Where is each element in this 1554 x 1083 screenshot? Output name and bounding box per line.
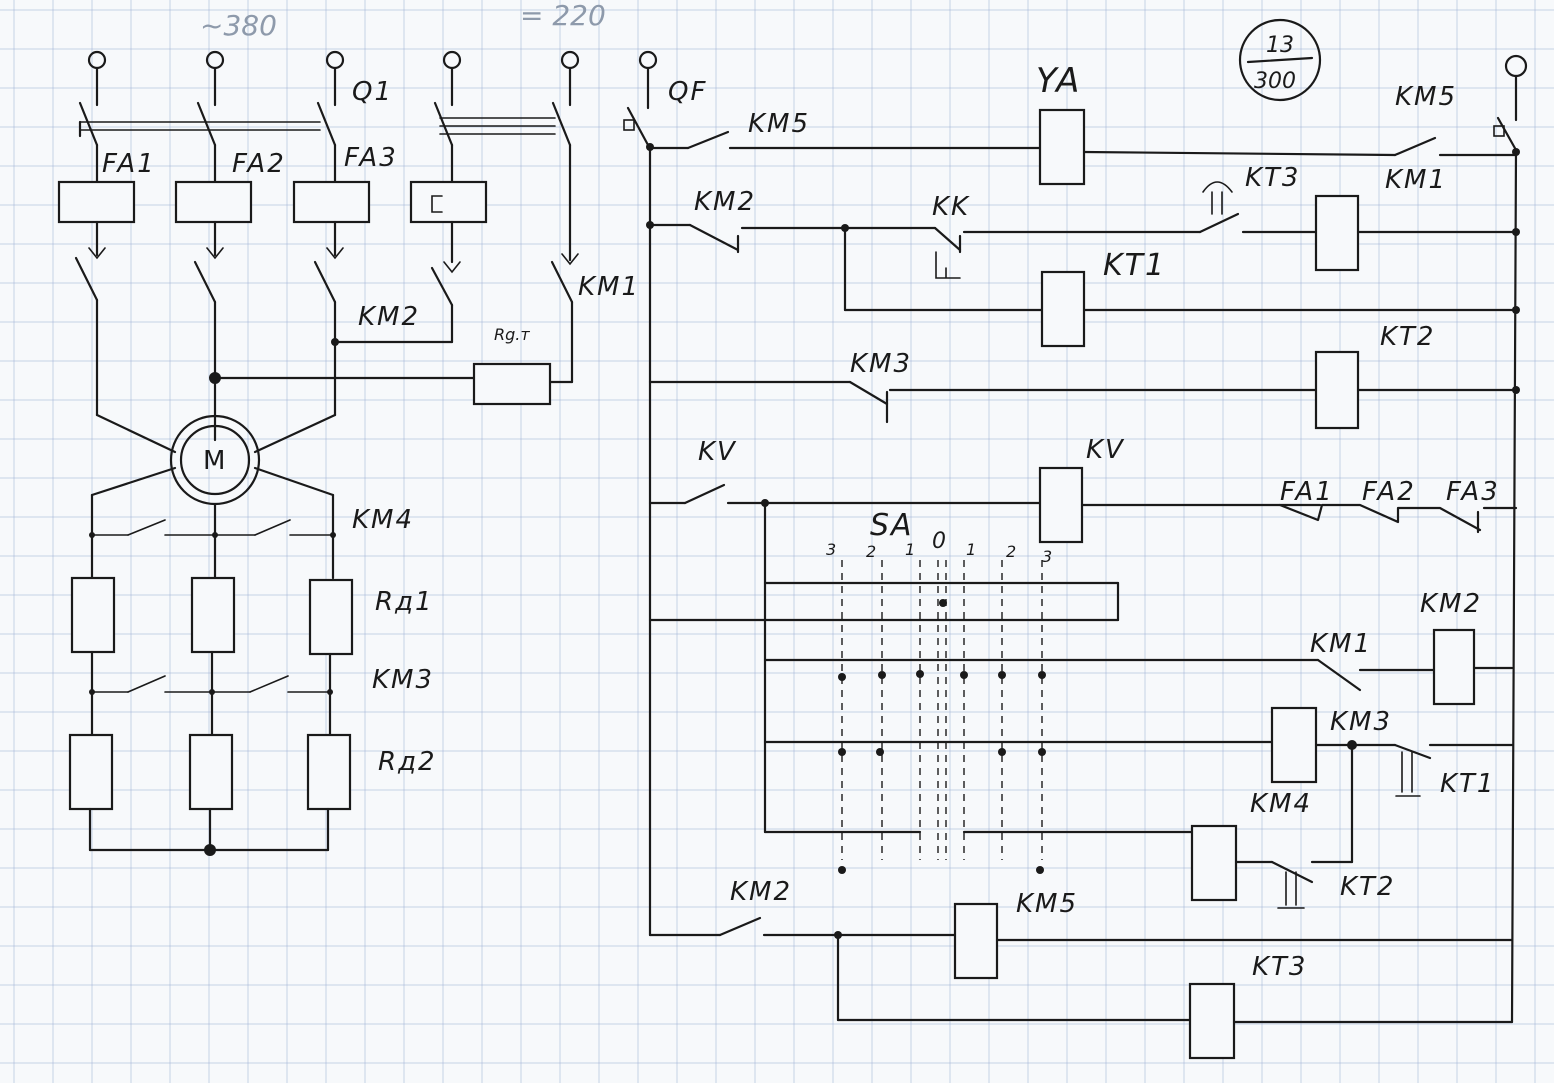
fa1-box (57, 180, 136, 224)
motor-label: M (203, 446, 227, 476)
km2-coil-label: KM2 (1420, 589, 1482, 619)
kv-coil-label: KV (1086, 435, 1125, 465)
km3-rotor-contacts: KM3 (89, 665, 434, 695)
rd2-label: Rд2 (378, 747, 437, 777)
sa-pos-left-1: 1 (905, 540, 915, 559)
stamp-top-number: 13 (1266, 33, 1294, 58)
rd1-resistors: Rд1 (70, 576, 434, 737)
km4-rotor-contacts: KM4 (89, 505, 414, 538)
qf-label: QF (668, 77, 707, 107)
km2-row2-label: KM2 (694, 187, 756, 217)
km2-coil (1432, 628, 1476, 706)
km5-coil (953, 902, 999, 980)
stamp-circle (1238, 18, 1322, 102)
kk-label: KK (932, 192, 970, 222)
km5-right-label: KM5 (1395, 82, 1457, 112)
km4-rotor-label: KM4 (352, 505, 414, 535)
sheet-stamp: 13 300 (1238, 18, 1322, 102)
row-km2-coil: KM2 KM1 (763, 589, 1514, 706)
km3-coil (1270, 706, 1318, 784)
sa-pos-zero: 0 (932, 529, 948, 554)
fa3-control-label: FA3 (1446, 477, 1500, 507)
km2-power-label: KM2 (358, 302, 420, 332)
fa1-label: FA1 (102, 149, 156, 179)
kt1-coil (1314, 194, 1360, 272)
rd1-label: Rд1 (375, 587, 434, 617)
km3-row4-label: KM3 (850, 349, 912, 379)
rd2-resistors: Rд2 (68, 733, 437, 856)
fa2-control-label: FA2 (1362, 477, 1416, 507)
km2-bottom-label: KM2 (730, 877, 792, 907)
km5-contact-label: KM5 (748, 109, 810, 139)
motor: M (90, 413, 337, 580)
kv-coil (1038, 466, 1084, 544)
supply-terminals (87, 50, 580, 107)
stamp-divider (1246, 56, 1314, 64)
header-note-left: ~380 (200, 9, 277, 42)
fa2-box (174, 180, 253, 224)
q1-switch (78, 101, 572, 147)
sa-pos-right-1: 1 (966, 540, 976, 559)
kt2-coil (1040, 270, 1086, 348)
rdt-resistor (472, 362, 552, 406)
kt2-coil-label: KT2 (1380, 322, 1435, 352)
fa3-box (292, 180, 371, 224)
row-km4-coil: KM4 KT2 (763, 743, 1395, 909)
kt3-coil-label: KT3 (1252, 952, 1307, 982)
fa2-label: FA2 (232, 149, 286, 179)
row-km3-coil: KM3 KT1 (763, 706, 1514, 799)
power-contacts: KM2 KM1 Rg.т (74, 220, 640, 432)
kt3-coil (1188, 982, 1236, 1060)
thermal-relay-box (409, 180, 488, 224)
km1-contact-label: KM1 (1310, 629, 1372, 659)
km4-coil (1190, 824, 1238, 902)
ya-coil (1038, 108, 1086, 186)
stamp-bottom-number: 300 (1254, 69, 1296, 94)
km1-power-label: KM1 (578, 272, 640, 302)
kt3-contact-label: KT3 (1245, 163, 1300, 193)
km4-coil-label: KM4 (1250, 789, 1312, 819)
power-circuit: Q1 FA1 FA2 (57, 50, 640, 856)
sa-selector: SA 3 2 1 0 1 2 3 (648, 501, 1120, 874)
kt2-contact-label: KT2 (1340, 872, 1395, 902)
fa3-label: FA3 (344, 143, 398, 173)
q1-label: Q1 (352, 77, 393, 107)
fuse-boxes: FA1 FA2 FA3 (57, 143, 572, 262)
row-kt1: KM2 KK KT3 KT1 (646, 163, 1520, 283)
row-ya: KM5 YA KM5 KM1 (648, 61, 1518, 195)
sa-pos-right-2: 2 (1006, 542, 1016, 561)
sa-label: SA (870, 508, 914, 543)
ya-label: YA (1036, 61, 1081, 101)
km1-right-label: KM1 (1385, 165, 1447, 195)
sa-pos-right-3: 3 (1042, 547, 1052, 566)
kv-contact-label: KV (698, 437, 737, 467)
header-note-right: = 220 (520, 0, 606, 32)
row-kt2: KT2 (843, 226, 1520, 352)
row-km5-coil: KM2 KM5 (648, 877, 1514, 980)
rdt-label: Rg.т (494, 325, 530, 344)
fa1-control-label: FA1 (1280, 477, 1334, 507)
kt1-contact-label: KT1 (1440, 769, 1495, 799)
row-kv: KV KV FA1 FA2 FA3 (648, 435, 1518, 544)
sa-pos-left-3: 3 (826, 540, 836, 559)
kt1-coil-label: KT1 (1103, 248, 1166, 283)
km3-rotor-label: KM3 (372, 665, 434, 695)
km5-coil-label: KM5 (1016, 889, 1078, 919)
kt-coil-row4 (1314, 350, 1360, 430)
thermal-relay-symbol (431, 195, 443, 213)
sa-contact-dots (838, 670, 1046, 874)
km3-lower-label: KM3 (1330, 707, 1392, 737)
motor-inner-circle (179, 424, 251, 496)
row-km3: KM3 (648, 349, 1520, 430)
control-circuit: QF KM5 YA KM5 KM1 (623, 50, 1528, 1060)
sa-pos-left-2: 2 (866, 542, 876, 561)
row-kt3-coil: KT3 (836, 933, 1514, 1060)
